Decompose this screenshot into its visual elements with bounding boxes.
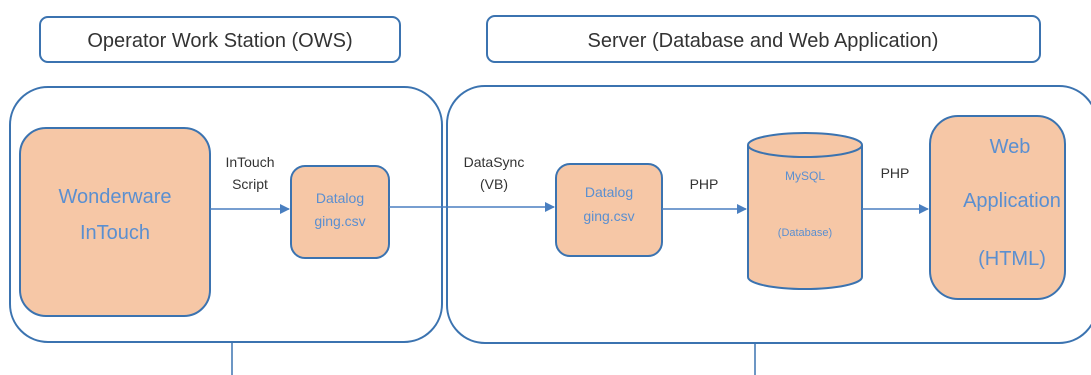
datalog-server-line1: Datalog (585, 184, 633, 200)
ows-container (9, 86, 443, 343)
edge-datasync-line2: (VB) (480, 176, 508, 192)
edge-php2-label: PHP (881, 165, 910, 181)
edge-php1-label: PHP (690, 176, 719, 192)
datalog-server-node: Datalog ging.csv (555, 163, 663, 257)
webapp-line2: Application (963, 190, 1061, 212)
edge-intouch-script-line2: Script (232, 176, 268, 192)
wonderware-line2: InTouch (80, 222, 150, 244)
datalog-server-line2: ging.csv (583, 208, 634, 224)
datalog-ows-node: Datalog ging.csv (290, 165, 390, 259)
edge-intouch-script-line1: InTouch (225, 154, 274, 170)
datalog-ows-line2: ging.csv (314, 213, 365, 229)
wonderware-line1: Wonderware (58, 186, 171, 208)
wonderware-node: Wonderware InTouch (19, 127, 211, 317)
mysql-line2: (Database) (778, 227, 832, 239)
webapp-line1: Web (990, 136, 1031, 158)
web-application-node: Web Application (HTML) (929, 115, 1066, 300)
mysql-line1: MySQL (785, 169, 825, 183)
webapp-line3: (HTML) (978, 248, 1046, 270)
edge-datasync-line1: DataSync (464, 154, 525, 170)
ows-header-label: Operator Work Station (OWS) (87, 30, 352, 52)
datalog-ows-line1: Datalog (316, 190, 364, 206)
ows-header: Operator Work Station (OWS) (39, 16, 401, 63)
mysql-database-node: MySQL (Database) (747, 132, 863, 290)
server-header: Server (Database and Web Application) (486, 15, 1041, 63)
server-container (446, 85, 1091, 344)
server-header-label: Server (Database and Web Application) (588, 30, 939, 52)
